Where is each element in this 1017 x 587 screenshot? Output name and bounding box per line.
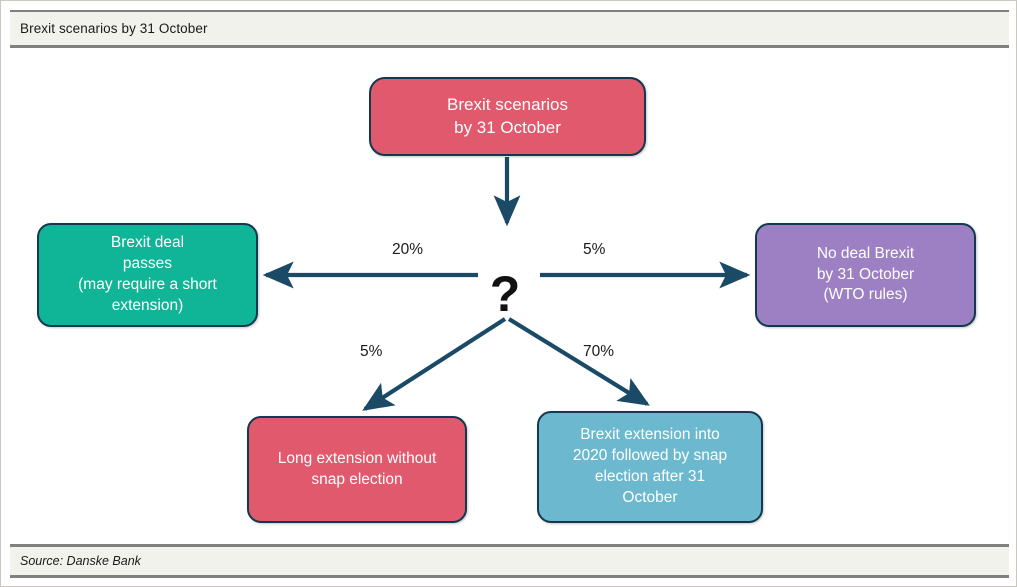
figure-title-bar: Brexit scenarios by 31 October bbox=[10, 10, 1009, 48]
edge-label-brexit-deal-passes: 20% bbox=[392, 241, 424, 258]
node-brexit-scenarios-root[interactable]: Brexit scenarios by 31 October bbox=[369, 77, 646, 156]
question-mark-hub: ? bbox=[489, 266, 521, 322]
arrow-layer bbox=[262, 157, 751, 411]
node-no-deal-brexit[interactable]: No deal Brexit by 31 October (WTO rules) bbox=[755, 223, 976, 327]
page-title: Brexit scenarios by 31 October bbox=[20, 21, 208, 36]
arrow-hub-to-snap-election bbox=[507, 317, 650, 406]
edge-label-brexit-extension-snap-election: 70% bbox=[583, 343, 615, 360]
node-long-extension[interactable]: Long extension without snap election bbox=[247, 416, 467, 523]
source-note: Source: Danske Bank bbox=[20, 554, 141, 568]
figure-source-bar: Source: Danske Bank bbox=[10, 544, 1009, 578]
diagram-canvas: Brexit scenarios by 31 October Brexit de… bbox=[10, 51, 1009, 544]
edge-label-long-extension: 5% bbox=[360, 343, 383, 360]
arrow-hub-to-long-extension bbox=[362, 317, 507, 411]
node-brexit-extension-snap-election[interactable]: Brexit extension into 2020 followed by s… bbox=[537, 411, 763, 523]
node-brexit-deal-passes[interactable]: Brexit deal passes (may require a short … bbox=[37, 223, 258, 327]
edge-label-no-deal-brexit: 5% bbox=[583, 241, 606, 258]
